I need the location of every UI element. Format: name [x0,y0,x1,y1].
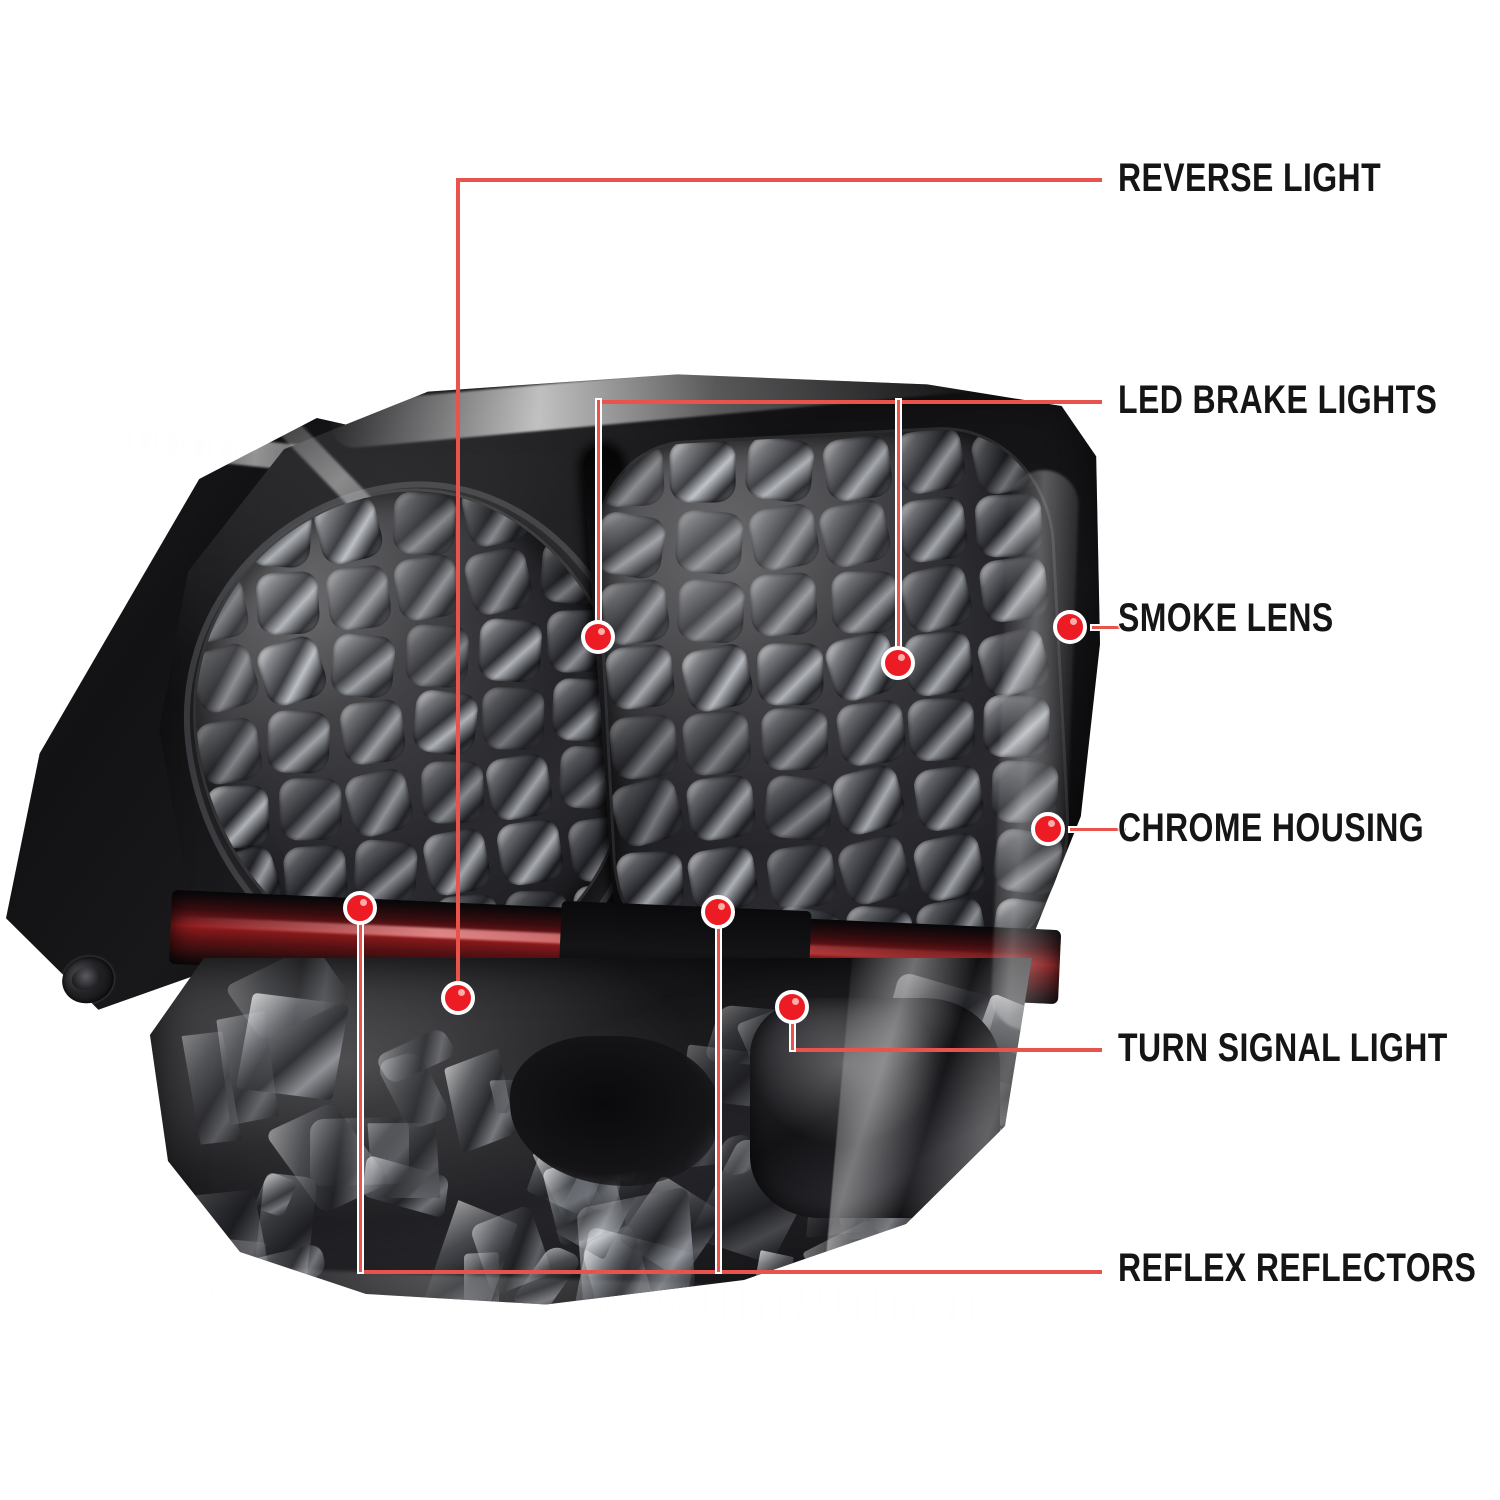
led-cell [603,642,676,712]
leader-reverse-vertical [456,178,460,1000]
led-cell [594,509,668,582]
leader-turn-horizontal [789,1048,1102,1052]
marker-turn-signal[interactable] [775,990,809,1024]
leader-smoke-stub [1092,626,1120,629]
led-cell [608,713,680,781]
marker-brake-light-a[interactable] [581,620,615,654]
led-cell [673,508,745,576]
leader-reverse-horizontal [456,178,1102,182]
marker-brake-light-b[interactable] [881,646,915,680]
led-cell [684,773,758,843]
leader-brake-b-vertical [897,400,900,666]
led-cell [680,709,753,778]
label-chrome-housing: CHROME HOUSING [1118,806,1425,850]
led-cell [830,570,898,634]
label-reflex-reflectors: REFLEX REFLECTORS [1118,1246,1477,1290]
leader-brake-horizontal [595,400,1102,404]
led-cell [607,773,688,851]
marker-reflex-b[interactable] [701,895,735,929]
label-reverse-light: REVERSE LIGHT [1118,156,1382,200]
led-cell [892,424,968,498]
led-cell [676,577,747,644]
led-cell [595,442,665,509]
leader-brake-a-vertical [597,400,600,640]
marker-chrome-housing[interactable] [1031,812,1065,846]
led-cell [834,697,908,768]
leader-reflex-horizontal [357,1270,1102,1274]
led-cell [764,841,839,912]
leader-reflex-b-vertical [717,912,720,1272]
led-cell [743,435,816,504]
label-smoke-lens: SMOKE LENS [1118,596,1334,640]
led-cell [679,641,757,716]
leader-reflex-a-vertical [359,908,362,1272]
led-cell [911,762,986,833]
lens-facet [367,1122,441,1199]
led-cell [668,440,736,503]
led-cell [761,707,828,771]
leader-turn-vertical [791,1007,794,1050]
led-cell [762,773,835,842]
lens-facet [969,1188,1032,1265]
led-cell [895,494,970,565]
tail-light-product-image [0,340,1120,1329]
led-cell [756,642,824,706]
lens-facet [921,1225,988,1297]
led-cell [829,761,910,839]
label-turn-signal-light: TURN SIGNAL LIGHT [1118,1026,1448,1070]
marker-smoke-lens[interactable] [1053,610,1087,644]
lens-facet [236,992,350,1101]
marker-reflex-a[interactable] [343,891,377,925]
led-cell [907,696,977,762]
led-cell [749,571,819,638]
reverse-and-turn-section [150,958,1032,1305]
led-cell [834,831,915,909]
led-cell [910,830,989,906]
led-cell [816,496,895,572]
marker-reverse-light[interactable] [441,981,475,1015]
led-cell [897,560,977,636]
led-cell [746,501,823,574]
led-cell [820,433,894,504]
leader-chrome-stub [1070,828,1126,831]
label-led-brake-lights: LED BRAKE LIGHTS [1118,378,1438,422]
